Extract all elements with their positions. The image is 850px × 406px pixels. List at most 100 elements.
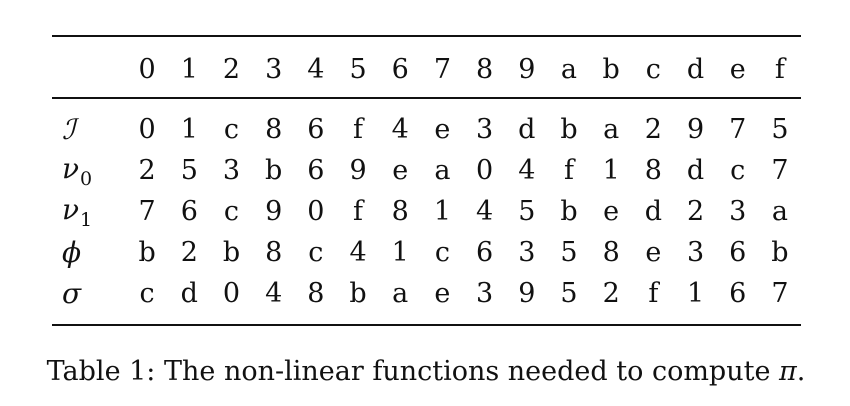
table-cell: 1	[433, 196, 451, 227]
table-cell: 4	[518, 155, 536, 186]
column-header: 3	[265, 53, 283, 85]
row-label: ν0	[52, 150, 126, 191]
row-label-subscript: 0	[80, 167, 93, 190]
caption-end: .	[796, 356, 806, 387]
table-cell: 2	[138, 155, 156, 186]
table-cell: c	[434, 237, 450, 268]
table-cell: 3	[518, 237, 536, 268]
table-cell: d	[518, 114, 536, 145]
column-header: 0	[138, 53, 156, 85]
table-cell: c	[730, 155, 746, 186]
table-cell: a	[771, 196, 788, 227]
column-header: 9	[518, 53, 536, 85]
table-cell: 2	[180, 237, 198, 268]
column-header: 5	[349, 53, 367, 85]
row-label-symbol: σ	[62, 277, 82, 310]
caption-math-symbol: π	[779, 356, 797, 387]
row-label-symbol: ϕ	[62, 236, 82, 269]
table-cell: c	[139, 278, 155, 309]
table-cell: f	[353, 114, 364, 145]
table-cell: e	[434, 278, 451, 309]
row-label: σ	[52, 273, 126, 325]
table-cell: 8	[391, 196, 409, 227]
table-cell: d	[180, 278, 198, 309]
table-cell: 7	[138, 196, 156, 227]
table-cell: 1	[602, 155, 620, 186]
caption-text: Table 1: The non-linear functions needed…	[46, 356, 780, 387]
table-cell: 5	[771, 114, 789, 145]
table-cell: 6	[729, 278, 747, 309]
table-cell: 1	[180, 114, 198, 145]
table-cell: 9	[265, 196, 283, 227]
column-header: 8	[476, 53, 494, 85]
column-header: b	[602, 53, 620, 85]
table-cell: c	[223, 114, 240, 145]
table-cell: 1	[391, 237, 409, 268]
row-label-symbol: ℐ	[62, 113, 76, 146]
table-cell: 7	[771, 155, 789, 186]
column-header: 2	[222, 53, 241, 85]
table-cell: b	[222, 237, 241, 268]
column-header: e	[729, 53, 746, 85]
table-cell: 4	[391, 114, 409, 145]
table-cell: f	[353, 196, 364, 227]
table-cell: 5	[560, 278, 578, 309]
table-cell: 8	[602, 237, 620, 268]
table-cell: 5	[518, 196, 536, 227]
row-label: ν1	[52, 191, 126, 232]
table-cell: a	[603, 114, 620, 145]
row-label: ϕ	[52, 232, 126, 273]
table-cell: e	[392, 155, 409, 186]
table-cell: 4	[349, 237, 367, 268]
table-cell: e	[434, 114, 451, 145]
table-cell: a	[434, 155, 451, 186]
row-label-subscript: 1	[80, 208, 93, 231]
table-cell: 1	[686, 278, 705, 309]
column-header: 1	[180, 53, 198, 85]
table-cell: f	[648, 278, 659, 309]
table-cell: e	[645, 237, 662, 268]
table-caption: Table 1: The non-linear functions needed…	[26, 356, 826, 387]
table-cell: 9	[518, 278, 536, 309]
column-header: c	[645, 53, 661, 85]
table-cell: 6	[180, 196, 198, 227]
table-cell: 0	[307, 196, 325, 227]
table-cell: 0	[222, 278, 241, 309]
table-cell: 5	[180, 155, 198, 186]
row-label: ℐ	[52, 98, 126, 150]
row-label-symbol: ν	[62, 192, 80, 226]
column-header: f	[774, 53, 785, 85]
table-cell: d	[644, 196, 662, 227]
table-cell: 8	[307, 278, 325, 309]
table-cell: f	[563, 155, 574, 186]
column-header: 7	[433, 53, 451, 85]
table-cell: 9	[686, 114, 705, 145]
table-cell: 7	[729, 114, 747, 145]
table-cell: 6	[476, 237, 494, 268]
table-cell: 3	[476, 278, 494, 309]
table-cell: d	[686, 155, 705, 186]
table-cell: b	[560, 114, 578, 145]
table-cell: 6	[307, 114, 325, 145]
table-cell: b	[265, 155, 283, 186]
column-header: a	[560, 53, 578, 85]
table-cell: 7	[771, 278, 789, 309]
table-cell: e	[603, 196, 620, 227]
table-cell: 4	[265, 278, 283, 309]
table-cell: 6	[729, 237, 747, 268]
table-cell: 5	[560, 237, 578, 268]
table-cell: 6	[307, 155, 325, 186]
table-cell: 3	[476, 114, 494, 145]
table-cell: b	[771, 237, 789, 268]
table-cell: 8	[644, 155, 662, 186]
table-cell: c	[223, 196, 240, 227]
table-cell: 2	[644, 114, 662, 145]
table-cell: 3	[222, 155, 241, 186]
